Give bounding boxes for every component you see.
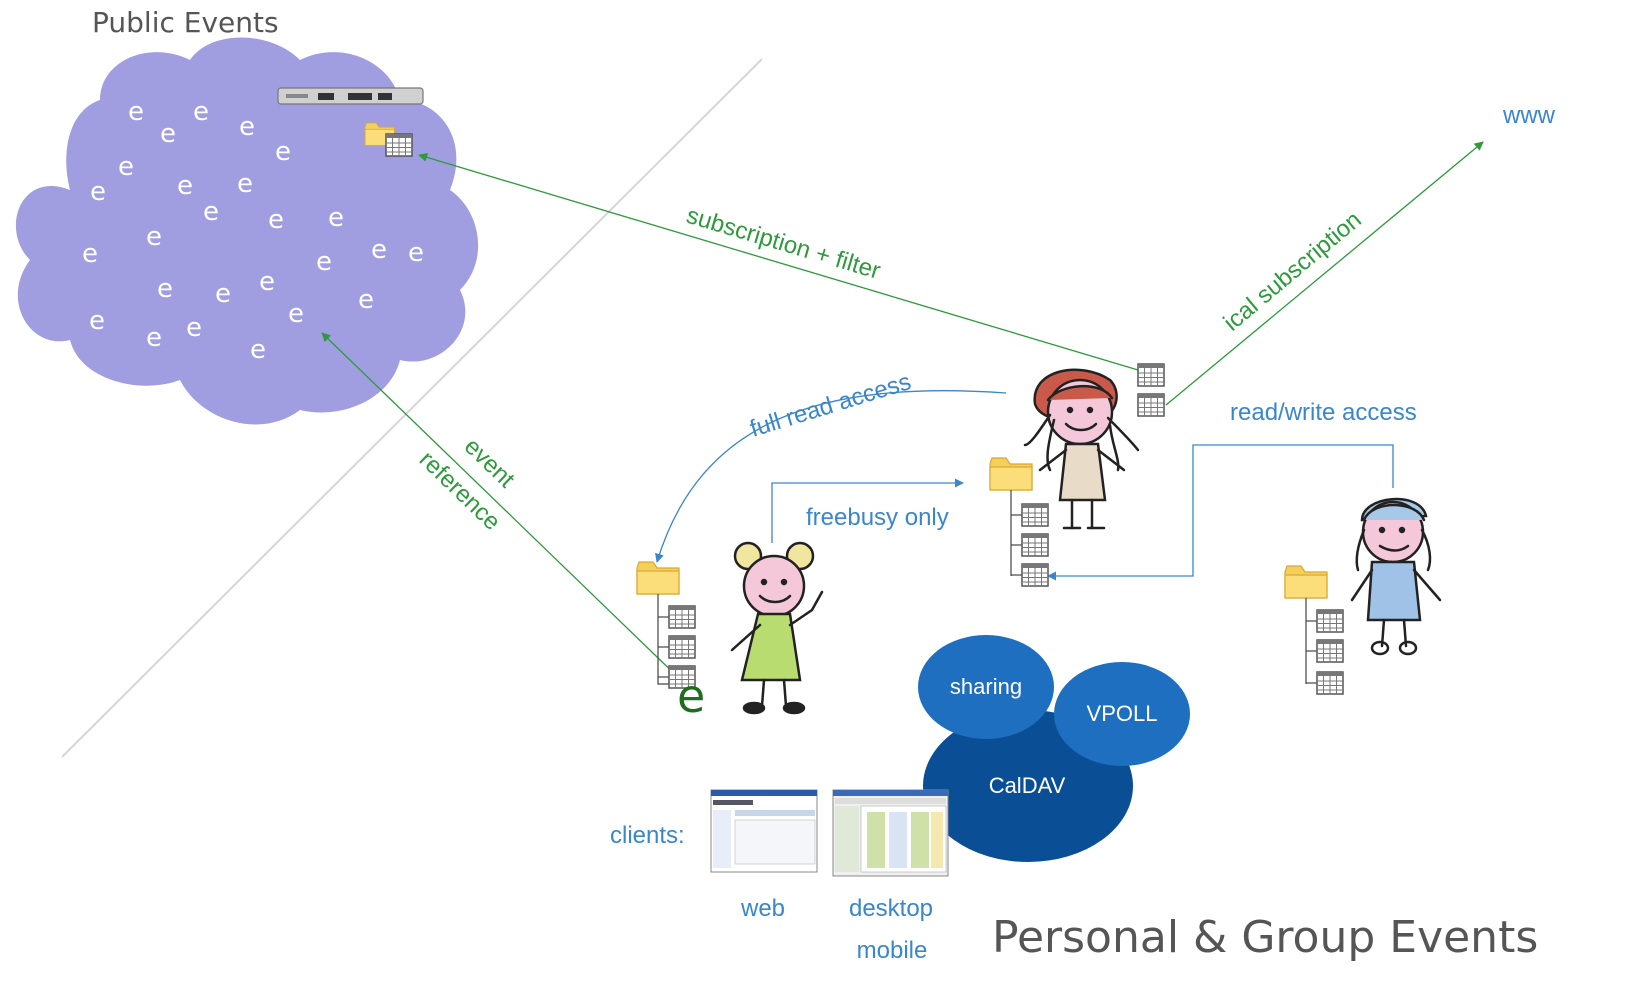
- cloud-event-glyph: e: [203, 197, 219, 227]
- cloud-event-glyph: e: [259, 267, 275, 297]
- cloud-event-glyph: e: [268, 205, 284, 235]
- cloud-event-glyph: e: [288, 299, 304, 329]
- desktop-client-screenshot: [832, 789, 949, 877]
- web-client-label: web: [740, 895, 785, 922]
- cloud-event-glyph: e: [82, 239, 98, 269]
- cloud-event-glyph: e: [118, 152, 134, 182]
- calendar-icon: [1316, 671, 1344, 695]
- event-glyph: e: [677, 669, 705, 723]
- full-read-access-label: full read access: [747, 368, 914, 443]
- server-icon: [277, 87, 424, 105]
- personal-group-title: Personal & Group Events: [992, 912, 1538, 963]
- pirate-shared-calendar-icon: [1137, 393, 1165, 417]
- cloud-event-glyph: e: [160, 119, 176, 149]
- ical-subscription-arrow: [1165, 141, 1484, 406]
- cloud-event-glyph: e: [146, 222, 162, 252]
- boy-folder-tree: [1284, 565, 1344, 695]
- vpoll-label: VPOLL: [1087, 701, 1158, 726]
- full-read-access-arrow: [655, 390, 1007, 563]
- sharing-label: sharing: [950, 674, 1022, 699]
- cloud-event-glyph: e: [250, 335, 266, 365]
- cloud-event-glyph: e: [90, 177, 106, 207]
- boy-cap-figure: [1350, 497, 1442, 656]
- www-label: www: [1502, 102, 1556, 129]
- clients-label: clients:: [610, 822, 685, 849]
- cloud-event-glyph: e: [215, 279, 231, 309]
- read-write-access-label: read/write access: [1230, 399, 1417, 426]
- public-events-cloud: [15, 37, 479, 425]
- freebusy-only-label: freebusy only: [806, 504, 949, 531]
- desktop-client-label: desktop: [849, 895, 933, 922]
- divider-line: [61, 58, 763, 758]
- cloud-event-glyph: e: [316, 247, 332, 277]
- calendar-icon: [668, 605, 696, 629]
- calendar-icon: [1316, 639, 1344, 663]
- caldav-label: CalDAV: [989, 773, 1066, 798]
- pirate-folder-tree: [989, 457, 1049, 587]
- cloud-event-glyph: e: [157, 274, 173, 304]
- web-client-screenshot: [710, 789, 818, 873]
- cloud-event-glyph: e: [275, 137, 291, 167]
- subscription-filter-arrow: [418, 152, 1139, 371]
- vpoll-bubble: [1054, 662, 1190, 766]
- read-write-arrow: [1047, 444, 1394, 581]
- cloud-event-glyph: e: [193, 97, 209, 127]
- calendar-icon: [1021, 503, 1049, 527]
- pirate-shared-calendar-icon: [1137, 363, 1165, 387]
- cloud-event-glyph: e: [358, 285, 374, 315]
- pirate-girl-figure: [1023, 368, 1140, 530]
- mobile-client-label: mobile: [857, 937, 928, 964]
- cloud-event-glyph: e: [371, 235, 387, 265]
- cloud-event-glyph: e: [239, 112, 255, 142]
- calendar-icon: [1021, 533, 1049, 557]
- cloud-event-glyph: e: [89, 306, 105, 336]
- freebusy-arrow: [771, 478, 964, 543]
- calendar-icon: [1021, 563, 1049, 587]
- curly-girl-folder-tree: [636, 561, 696, 689]
- calendar-icon: [1316, 609, 1344, 633]
- sharing-bubble: [918, 635, 1054, 739]
- ical-subscription-label: ical subscription: [1219, 206, 1367, 336]
- cloud-event-glyph: e: [177, 171, 193, 201]
- cloud-event-glyph: e: [146, 323, 162, 353]
- cloud-event-glyph: e: [128, 97, 144, 127]
- calendar-icon: [668, 635, 696, 659]
- cloud-event-glyph: e: [408, 238, 424, 268]
- cloud-calendar-icon: [385, 133, 413, 157]
- curly-girl-figure: [730, 541, 824, 715]
- event-reference-arrow: [321, 332, 687, 686]
- cloud-event-glyph: e: [237, 169, 253, 199]
- public-events-title: Public Events: [92, 6, 279, 39]
- cloud-event-glyph: e: [186, 313, 202, 343]
- cloud-event-glyph: e: [328, 203, 344, 233]
